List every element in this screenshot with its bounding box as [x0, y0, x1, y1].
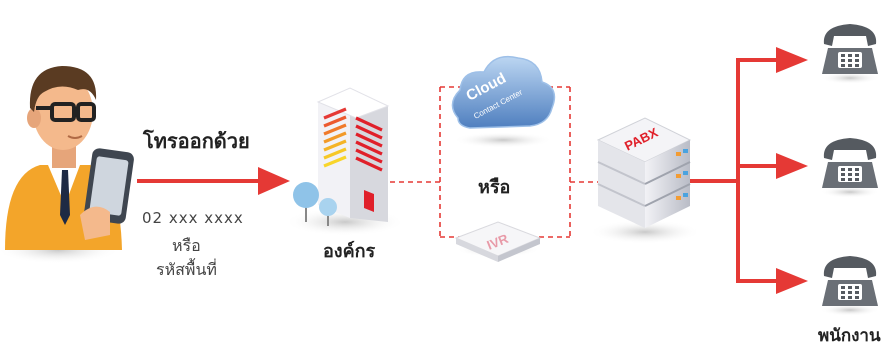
organization-building-icon	[285, 87, 405, 236]
middle-or-label: หรือ	[478, 177, 511, 198]
area-code-label: รหัสพื้นที่	[156, 260, 217, 279]
phone-icon	[820, 138, 880, 198]
arrow-caller-to-org	[137, 167, 290, 195]
caller-illustration	[0, 66, 134, 264]
call-out-label: โทรออกด้วย	[143, 129, 250, 153]
employees-label: พนักงาน	[818, 326, 881, 346]
caller-or-label: หรือ	[172, 236, 201, 255]
phone-icon	[820, 256, 880, 316]
arrow-heads	[776, 47, 808, 294]
ivr-icon: IVR	[454, 221, 542, 262]
organization-label: องค์กร	[323, 241, 376, 262]
cloud-contact-center-icon: Cloud Contact Center	[451, 55, 556, 148]
pabx-server-icon: PABX	[589, 117, 701, 244]
arrow-pabx-to-employees	[690, 58, 780, 283]
phone-icon	[820, 24, 880, 84]
phone-number-format: 02 xxx xxxx	[142, 209, 244, 227]
